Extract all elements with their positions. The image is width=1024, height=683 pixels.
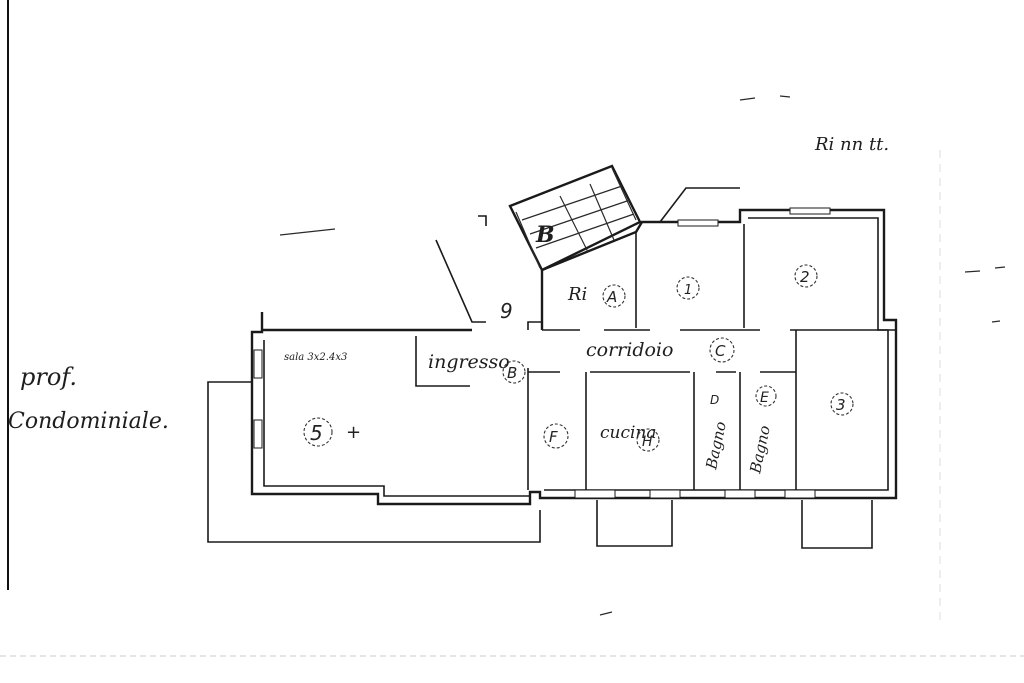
- room-D-marker: D: [710, 393, 719, 407]
- room-C-label: corridoio: [586, 339, 673, 361]
- room-A-label: Ri: [567, 284, 587, 305]
- room-C-marker-circle: [709, 337, 735, 363]
- room-5-marker: 5: [310, 421, 323, 445]
- window-1: [677, 219, 719, 227]
- stray-mark-1: [279, 228, 336, 236]
- window-8: [253, 419, 263, 449]
- window-4: [649, 489, 681, 499]
- stray-mark-2: [739, 95, 791, 101]
- room-H-label: cucina: [600, 423, 657, 443]
- left-terrace: [207, 381, 541, 543]
- room-H-marker: H: [642, 434, 653, 450]
- stair-marker: 9: [500, 299, 513, 323]
- room-F-marker-circle: [543, 423, 569, 449]
- window-6: [784, 489, 816, 499]
- room-5-marker-circle: [303, 417, 333, 447]
- room-3-marker-circle: [830, 392, 854, 416]
- room-E-marker-circle: [755, 385, 777, 407]
- room-E-marker: E: [760, 390, 769, 406]
- room-H-marker-circle: [636, 428, 660, 452]
- bottom-balcony-right: [801, 500, 873, 549]
- room-3-marker: 3: [836, 396, 846, 414]
- room-F-marker: F: [549, 428, 558, 446]
- inner-wall-outer-trace: [263, 217, 889, 497]
- room-A-marker: A: [606, 288, 617, 306]
- room-B-marker-circle: [502, 360, 526, 384]
- room-2-marker: 2: [800, 268, 810, 286]
- interior-walls: [415, 224, 896, 490]
- window-7: [253, 349, 263, 379]
- room-E-label: Bagno: [746, 424, 774, 476]
- upper-protrusion: [659, 187, 740, 223]
- room-5-note: sala 3x2.4x3: [284, 352, 347, 363]
- room-D-label: Bagno: [702, 420, 730, 472]
- outer-wall: [250, 208, 898, 506]
- window-5: [724, 489, 756, 499]
- window-2: [789, 207, 831, 215]
- staircase: [508, 164, 642, 272]
- room-B-marker: B: [507, 364, 517, 382]
- stray-mark-3: [964, 266, 1006, 323]
- side-note-line2: Condominiale.: [8, 409, 169, 434]
- room-1-marker-circle: [676, 276, 700, 300]
- stair-label: B: [535, 222, 555, 248]
- stray-mark-4: [599, 611, 613, 616]
- entrance-landing: [435, 215, 542, 330]
- room-5-cross: +: [346, 422, 361, 443]
- room-B-label: ingresso: [428, 351, 510, 373]
- room-C-marker: C: [715, 342, 726, 360]
- side-note-line1: prof.: [20, 363, 77, 391]
- room-A-marker-circle: [602, 284, 626, 308]
- room-2-marker-circle: [794, 264, 818, 288]
- window-3: [574, 489, 616, 499]
- bottom-balcony-left: [596, 500, 673, 547]
- room-1-marker: 1: [684, 283, 692, 298]
- top-right-note: Ri nn tt.: [814, 134, 889, 155]
